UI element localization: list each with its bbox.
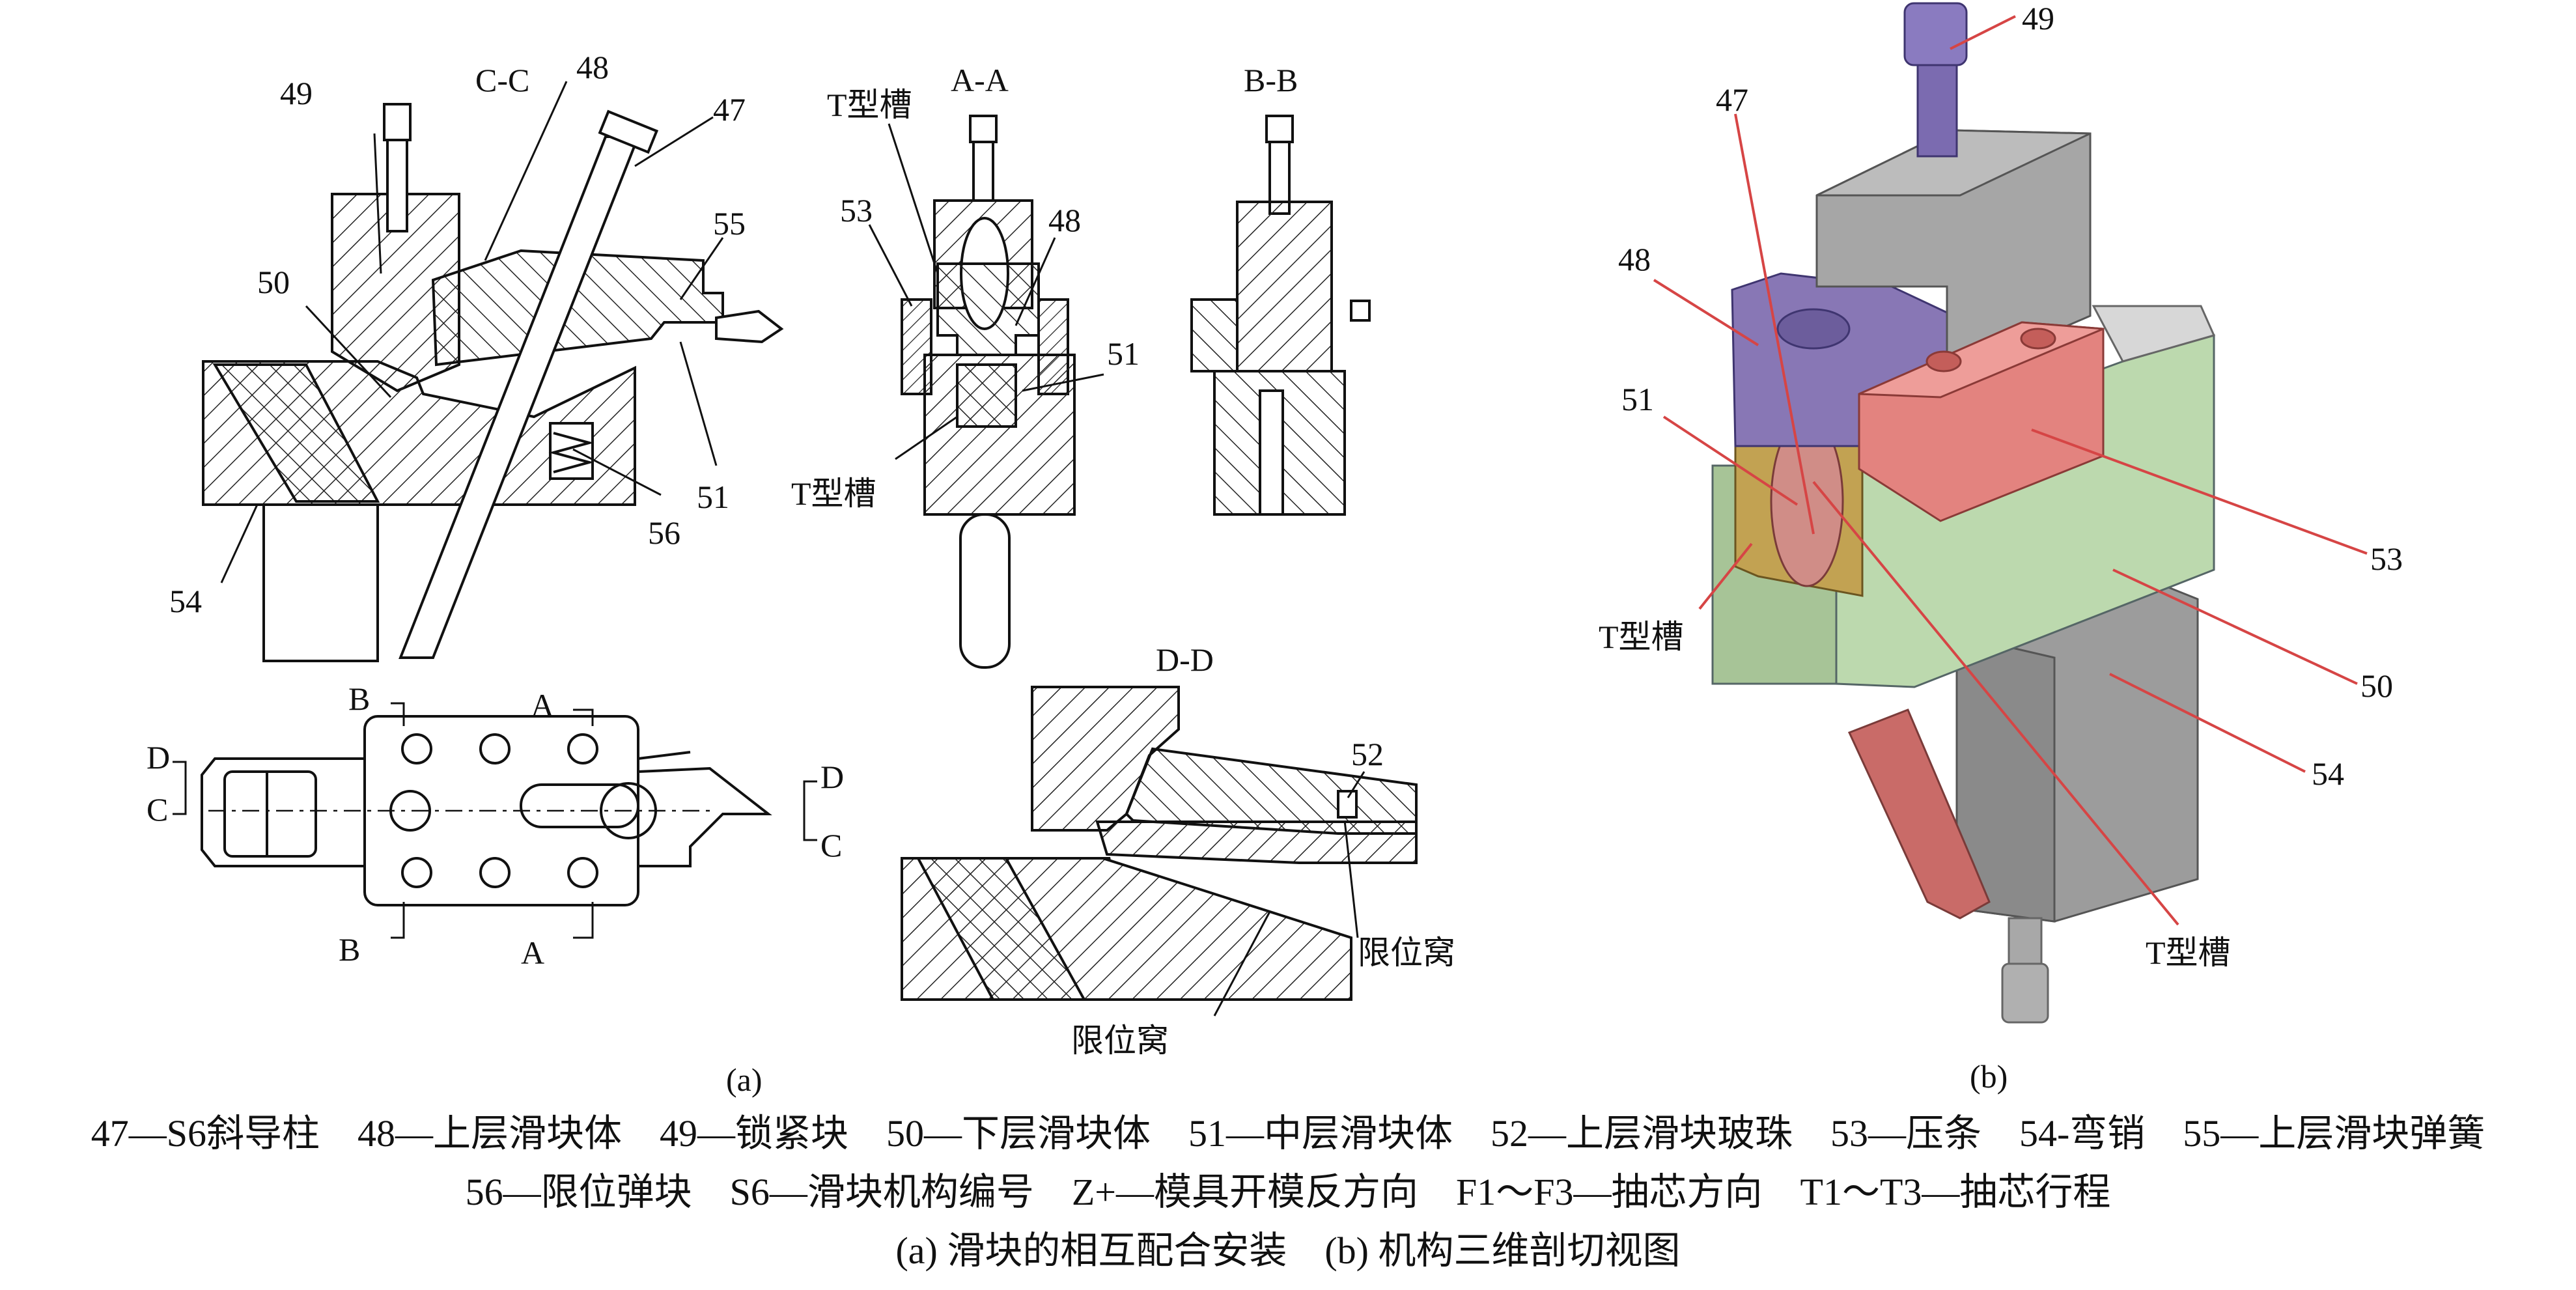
section-title-cc: C-C — [475, 62, 529, 98]
label-a-53: 53 — [840, 192, 873, 229]
label-a-54: 54 — [169, 583, 202, 619]
panel-b-3d-view — [1653, 2, 2368, 1024]
panel-a-labels: C-C A-A B-B D-D 49 48 47 55 50 54 56 51 … — [147, 49, 1455, 1098]
cut-mark-a-bottom: A — [521, 934, 544, 971]
label-b-53: 53 — [2370, 540, 2403, 577]
section-aa-view — [901, 115, 1076, 669]
panel-b-label: (b) — [1970, 1058, 2008, 1095]
label-a-52: 52 — [1351, 736, 1384, 772]
cut-mark-b-top: B — [348, 680, 370, 717]
section-title-dd: D-D — [1156, 641, 1214, 678]
label-a-t-slot-top: T型槽 — [827, 87, 912, 123]
cut-mark-b-bottom: B — [339, 931, 360, 968]
panel-a-label: (a) — [726, 1061, 763, 1098]
cut-mark-d-right: D — [820, 759, 844, 795]
section-bb-view — [1190, 115, 1371, 516]
label-a-limit-recess-right: 限位窝 — [1358, 934, 1455, 971]
panel-b-leaders — [1653, 15, 2368, 926]
label-a-48-aa: 48 — [1048, 202, 1081, 238]
legend-line-3: (a) 滑块的相互配合安装 (b) 机构三维剖切视图 — [895, 1229, 1681, 1272]
label-a-51-cc: 51 — [697, 479, 729, 515]
panel-a — [173, 81, 1418, 1017]
label-a-51-aa: 51 — [1107, 335, 1140, 372]
label-a-48: 48 — [576, 49, 609, 85]
label-b-t-slot-bottom: T型槽 — [2146, 934, 2231, 971]
label-a-47: 47 — [713, 91, 746, 128]
legend-line-2: 56—限位弹块 S6—滑块机构编号 Z+—模具开模反方向 F1～F3—抽芯方向 … — [465, 1171, 2111, 1213]
label-b-48: 48 — [1618, 241, 1651, 277]
section-title-aa: A-A — [951, 62, 1009, 98]
label-a-56: 56 — [648, 514, 680, 551]
cut-mark-c-left: C — [147, 791, 168, 828]
plan-screw-heads — [401, 733, 598, 888]
label-b-51: 51 — [1621, 381, 1654, 417]
label-a-55: 55 — [713, 205, 746, 242]
panel-b-labels: 49 47 48 51 T型槽 53 50 54 T型槽 (b) — [1599, 0, 2403, 1095]
section-cc-view — [202, 103, 784, 662]
section-title-bb: B-B — [1244, 62, 1298, 98]
section-dd-view — [901, 686, 1418, 1001]
label-a-50: 50 — [257, 264, 290, 300]
plan-view — [201, 715, 772, 906]
label-b-49: 49 — [2022, 0, 2054, 36]
panel-a-leaders — [173, 81, 1365, 1017]
label-a-t-slot-bottom: T型槽 — [791, 475, 876, 512]
legend-line-1: 47—S6斜导柱 48—上层滑块体 49—锁紧块 50—下层滑块体 51—中层滑… — [91, 1112, 2485, 1155]
cut-mark-d-left: D — [147, 739, 170, 776]
label-b-50: 50 — [2360, 667, 2393, 704]
label-b-54: 54 — [2312, 755, 2344, 792]
label-b-t-slot-left: T型槽 — [1599, 619, 1684, 655]
label-a-limit-recess-bottom: 限位窝 — [1071, 1022, 1169, 1059]
cut-mark-a-top: A — [531, 687, 554, 723]
label-b-47: 47 — [1716, 81, 1748, 118]
label-a-49: 49 — [280, 75, 313, 111]
cut-mark-c-right: C — [820, 827, 842, 863]
